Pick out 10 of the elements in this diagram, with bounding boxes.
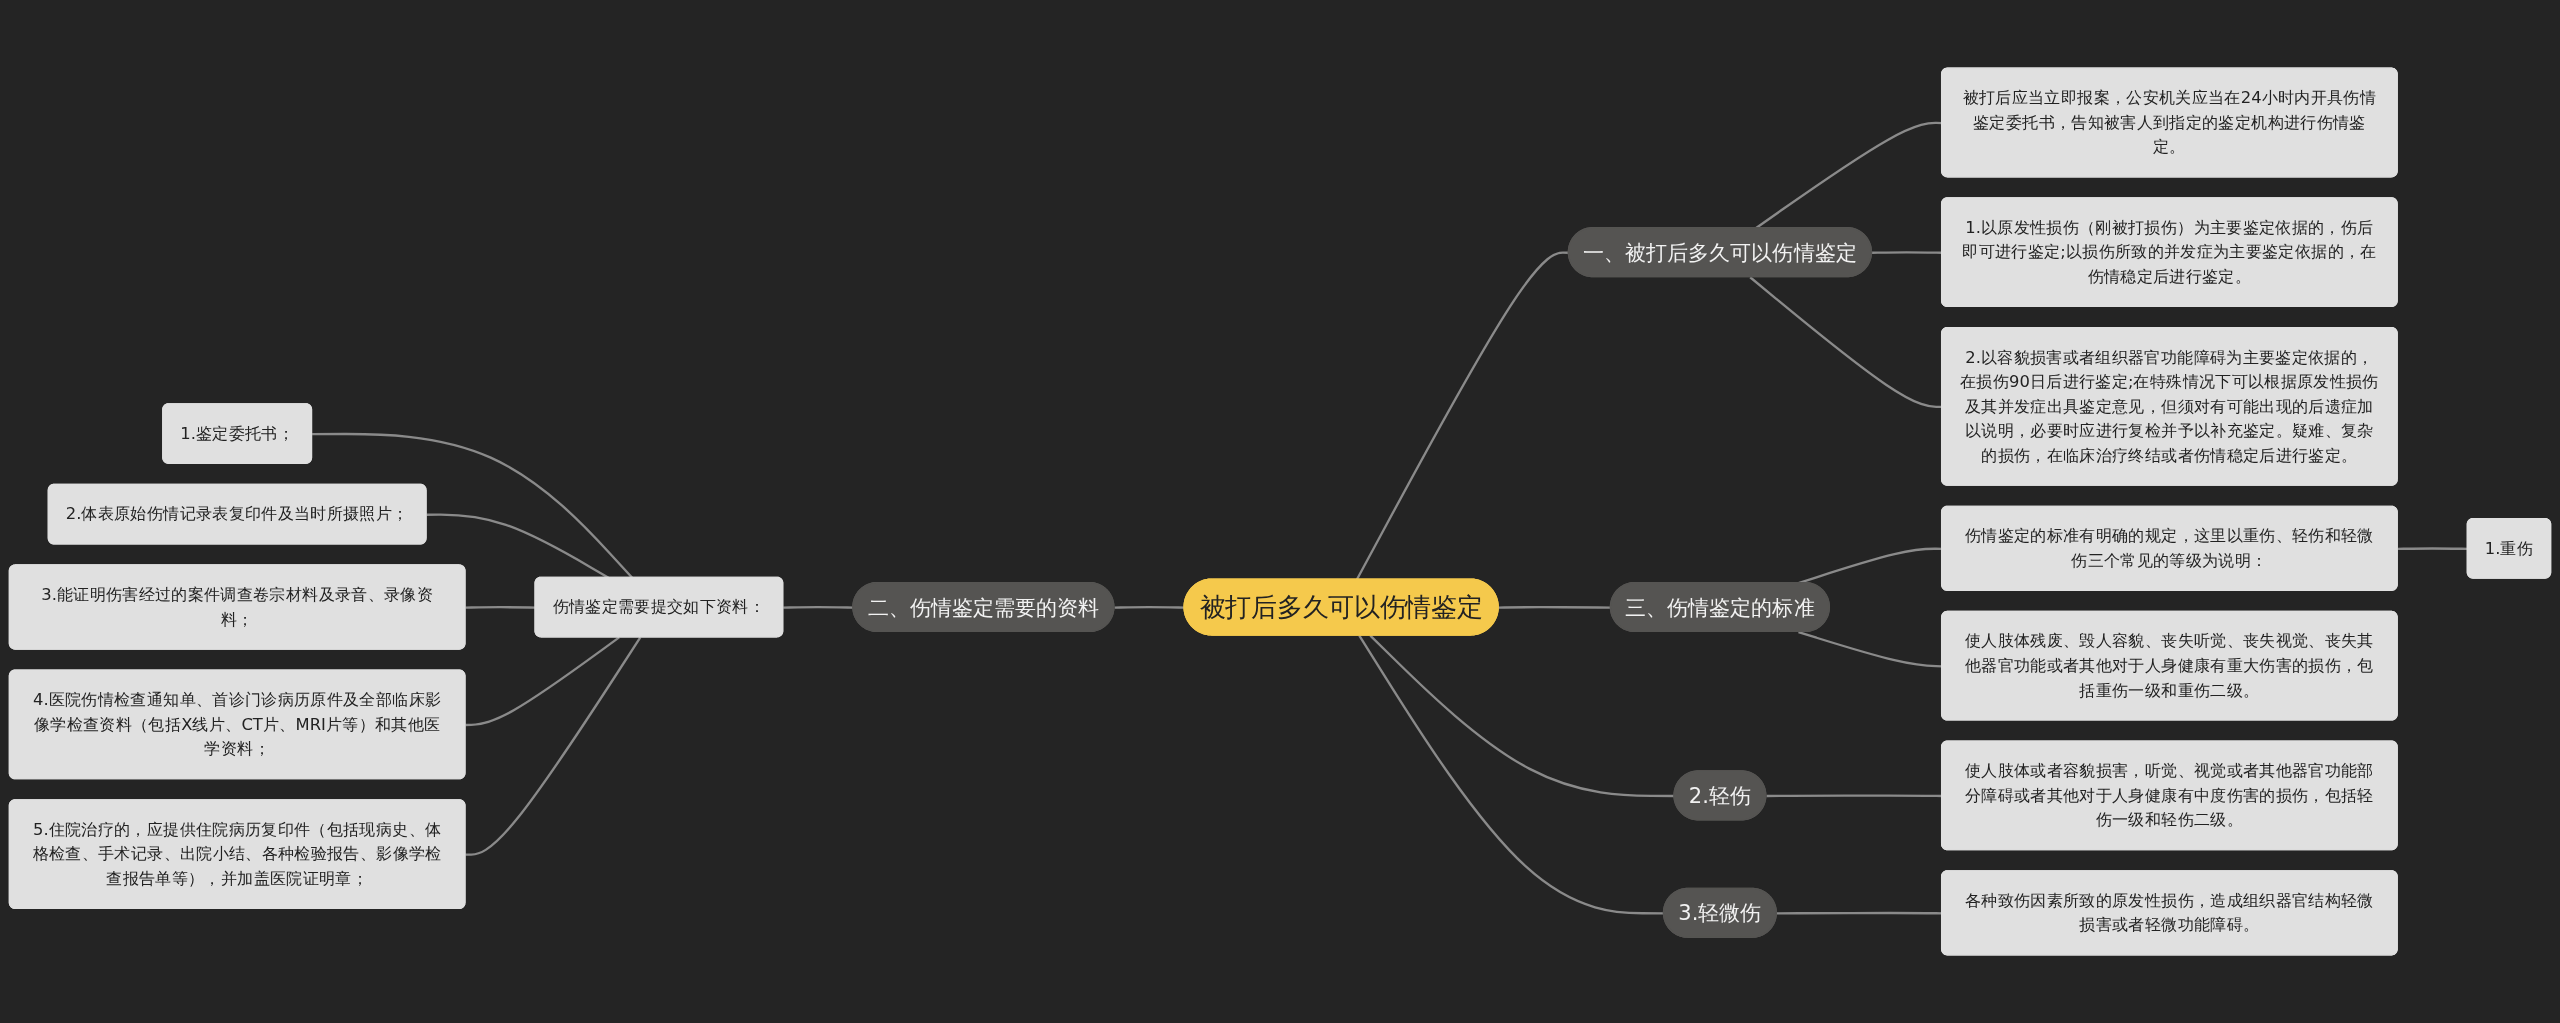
connector (465, 606, 536, 609)
connector (1369, 634, 1675, 798)
connector (2397, 547, 2468, 551)
connector (783, 606, 854, 609)
connector (465, 636, 620, 727)
connector (426, 513, 610, 579)
connector (312, 432, 634, 579)
connector (1114, 606, 1185, 609)
connector (1498, 606, 1611, 609)
connector (465, 636, 642, 856)
